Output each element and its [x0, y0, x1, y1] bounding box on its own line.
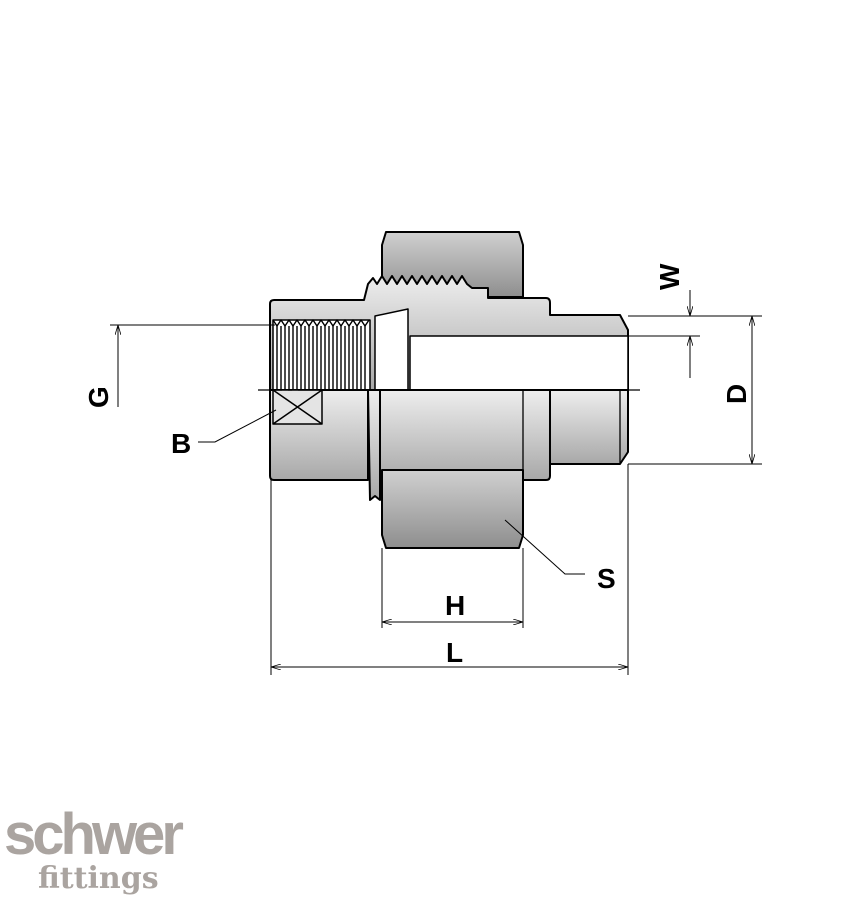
- label-l: L: [446, 637, 463, 668]
- gap: [374, 308, 409, 391]
- label-w: W: [654, 263, 685, 290]
- internal-thread: [272, 319, 370, 390]
- label-b: B: [171, 428, 191, 459]
- label-s: S: [597, 563, 616, 594]
- flat-mark: [272, 389, 323, 425]
- leader-b: [198, 409, 277, 443]
- union-lower: [379, 389, 551, 481]
- logo-schwer: schwer: [4, 802, 184, 867]
- label-g: G: [83, 386, 114, 408]
- logo-fittings: fittings: [38, 861, 159, 896]
- tube-lower: [549, 389, 629, 465]
- nut-lower: [381, 469, 524, 549]
- collar-lower: [367, 389, 381, 501]
- leader-s: [504, 519, 585, 575]
- label-d: D: [721, 384, 752, 404]
- bore: [409, 335, 629, 391]
- label-h: H: [445, 590, 465, 621]
